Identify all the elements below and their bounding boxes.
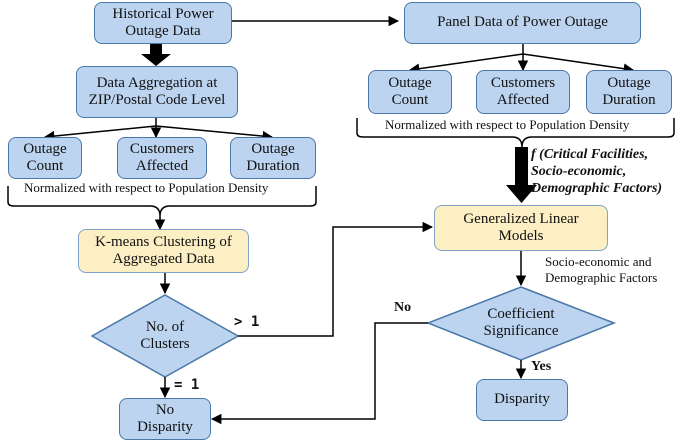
- edge-label-greater-one: > 1: [234, 314, 260, 330]
- disparity-node: Disparity: [476, 379, 568, 421]
- right-outage-duration-node: Outage Duration: [586, 70, 672, 114]
- edge-label-equal-one: = 1: [174, 377, 200, 393]
- right-outage-count-label: Outage Count: [388, 74, 432, 108]
- edge-agg-to-left-count: [43, 125, 157, 142]
- socio-factors-note: Socio-economic and Demographic Factors: [545, 254, 658, 286]
- edge-coefficient-to-no-disparity: [210, 322, 428, 425]
- clusters-decision-label: No. of Clusters: [140, 318, 190, 352]
- edge-panel-to-right-count: [408, 53, 524, 74]
- right-customers-affected-label: Customers Affected: [490, 74, 556, 108]
- coefficient-decision-label: Coefficient Significance: [483, 305, 559, 339]
- left-normalized-note: Normalized with respect to Population De…: [24, 180, 269, 195]
- edge-label-yes: Yes: [531, 359, 552, 374]
- left-outage-duration-label: Outage Duration: [246, 140, 300, 174]
- right-customers-affected-node: Customers Affected: [476, 70, 570, 114]
- glm-label: Generalized Linear Models: [463, 210, 579, 244]
- left-outage-count-node: Outage Count: [8, 137, 82, 179]
- right-outage-duration-label: Outage Duration: [602, 74, 656, 108]
- right-outage-count-node: Outage Count: [368, 70, 452, 114]
- no-disparity-node: No Disparity: [119, 398, 211, 440]
- kmeans-node: K-means Clustering of Aggregated Data: [78, 229, 249, 273]
- thick-arrow-historical-to-aggregation: [141, 44, 171, 66]
- aggregation-node: Data Aggregation at ZIP/Postal Code Leve…: [76, 66, 238, 118]
- left-outage-count-label: Outage Count: [23, 140, 67, 174]
- edge-panel-to-right-duration: [522, 53, 635, 74]
- kmeans-label: K-means Clustering of Aggregated Data: [95, 233, 232, 267]
- function-label: f (Critical Facilities, Socio-economic, …: [531, 147, 663, 196]
- disparity-label: Disparity: [494, 391, 550, 408]
- glm-node: Generalized Linear Models: [434, 205, 608, 251]
- thick-arrow-to-glm: [506, 147, 537, 203]
- left-customers-affected-node: Customers Affected: [117, 137, 207, 179]
- edge-agg-to-left-duration: [155, 125, 274, 142]
- panel-data-label: Panel Data of Power Outage: [437, 14, 608, 31]
- right-normalized-note: Normalized with respect to Population De…: [385, 117, 630, 132]
- edge-label-no: No: [394, 300, 412, 315]
- historical-data-label: Historical Power Outage Data: [112, 5, 214, 39]
- edge-clusters-to-glm: [238, 221, 434, 337]
- panel-data-node: Panel Data of Power Outage: [404, 2, 641, 44]
- left-customers-affected-label: Customers Affected: [129, 140, 195, 174]
- aggregation-label: Data Aggregation at ZIP/Postal Code Leve…: [88, 74, 226, 108]
- no-disparity-label: No Disparity: [137, 401, 193, 435]
- left-outage-duration-node: Outage Duration: [230, 137, 316, 179]
- historical-data-node: Historical Power Outage Data: [94, 2, 232, 44]
